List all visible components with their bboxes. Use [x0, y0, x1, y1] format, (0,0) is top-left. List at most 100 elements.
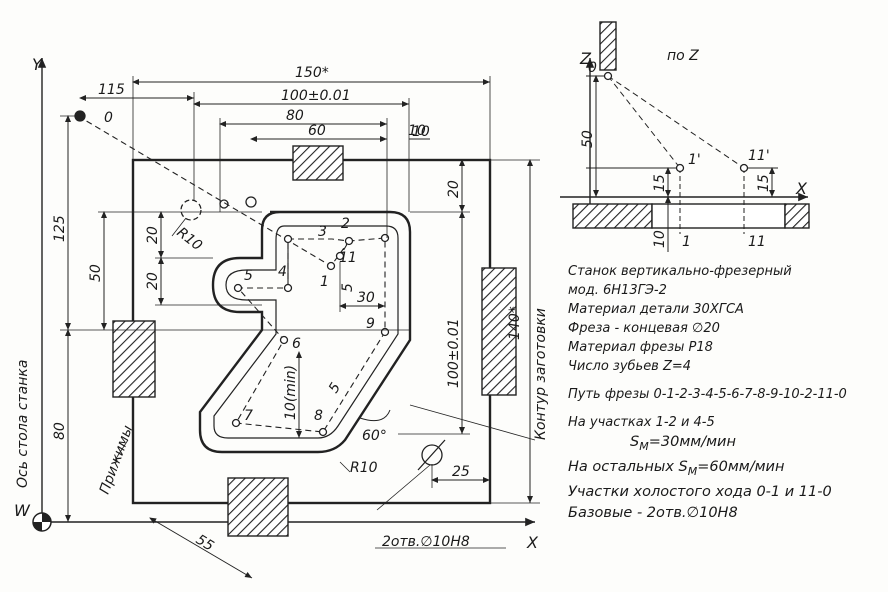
pocket-inner-contour	[213, 225, 399, 439]
point-9-marker	[380, 327, 390, 337]
z-section-left	[572, 203, 653, 229]
note-model: мод. 6Н13ГЭ-2	[568, 283, 667, 298]
clamps-label: Прижимы	[97, 423, 137, 496]
dim-60: 60	[308, 123, 326, 139]
z-point-1prime: 1'	[688, 152, 701, 168]
point-5-label: 5	[244, 268, 253, 284]
note-feed-1: SM=30мм/мин	[568, 432, 886, 457]
point-1-label: 1	[320, 274, 329, 290]
dim-25: 25	[452, 464, 470, 480]
point-4-label: 4	[278, 264, 287, 280]
base-hole-2-centerline	[417, 439, 446, 471]
feed-2-text: На остальных S	[568, 458, 688, 475]
point-2-marker	[344, 236, 354, 246]
dim-80-top: 80	[286, 108, 304, 124]
feed-1-value: =30мм/мин	[648, 434, 736, 450]
dim-80-left: 80	[52, 422, 68, 440]
note-base: Базовые - 2отв.∅10Н8	[568, 504, 738, 521]
dim-140: 140*	[507, 306, 523, 340]
z-dim-15-b: 15	[756, 174, 772, 192]
feed-2-value: =60мм/мин	[697, 458, 785, 475]
clamp-bottom	[227, 477, 289, 537]
z-axis-label: Z	[579, 49, 592, 68]
dim-10-top: 10	[408, 123, 426, 139]
dim-150: 150*	[295, 65, 329, 81]
dim-5-b: 5	[326, 380, 344, 396]
z-dim-50: 50	[580, 130, 596, 148]
zx-axis-label: X	[795, 179, 808, 198]
dim-100-vertical: 100±0.01	[446, 318, 462, 388]
point-8-marker	[318, 427, 328, 437]
z-point-0: 0	[588, 60, 597, 76]
dim-10-min: 10(min)	[283, 365, 299, 420]
feed-1-symbol: S	[630, 434, 640, 450]
clamp-left	[112, 320, 156, 398]
z-point-1: 1	[682, 234, 691, 250]
z-section-middle	[651, 203, 786, 229]
point-7-marker	[231, 418, 241, 428]
dim-55: 55	[193, 532, 217, 555]
process-notes: Станок вертикально-фрезерный мод. 6Н13ГЭ…	[568, 262, 886, 524]
dim-50: 50	[88, 264, 104, 282]
point-6-label: 6	[292, 336, 301, 352]
point-1-marker	[326, 261, 336, 271]
w-origin-symbol	[32, 512, 52, 532]
y-axis-label: Y	[32, 55, 43, 74]
feed-2-sub: M	[687, 464, 698, 478]
z-view	[560, 21, 810, 252]
pocket-contour	[198, 210, 412, 454]
tool-path	[77, 115, 386, 433]
base-hole-mark-2	[245, 196, 257, 208]
clamp-top	[292, 145, 344, 181]
z-view-title: по Z	[667, 48, 699, 64]
note-teeth: Число зубьев Z=4	[568, 359, 692, 374]
point-6-marker	[279, 335, 289, 345]
feed-1-sub: M	[639, 439, 649, 453]
base-hole-1	[180, 199, 202, 221]
blank-contour-label: Контур заготовки	[533, 308, 549, 440]
point-10-label: 10	[412, 124, 430, 140]
note-path: Путь фрезы 0-1-2-3-4-5-6-7-8-9-10-2-11-0	[568, 387, 847, 402]
w-label: W	[14, 501, 31, 520]
note-part-material: Материал детали 30ХГСА	[568, 302, 744, 317]
cutter-shank	[599, 21, 617, 71]
note-feed-2: На остальных SM=60мм/мин	[568, 457, 886, 482]
note-cutter: Фреза - концевая ∅20	[568, 321, 720, 336]
radius-10-a: R10	[174, 225, 206, 255]
z-dim-10: 10	[652, 230, 668, 248]
point-7-label: 7	[244, 408, 253, 424]
dim-20-a: 20	[145, 226, 161, 244]
z-dim-15-a: 15	[652, 174, 668, 192]
note-machine: Станок вертикально-фрезерный	[568, 264, 792, 279]
z-section-right	[784, 203, 810, 229]
dim-20-right: 20	[446, 180, 462, 198]
radius-10-b: R10	[350, 460, 378, 476]
dim-20-b: 20	[145, 272, 161, 290]
point-5-marker	[233, 283, 243, 293]
dim-5-a: 5	[340, 283, 356, 292]
point-0-label: 0	[104, 110, 113, 126]
table-axis-label: Ось стола станка	[15, 360, 31, 488]
point-4-marker	[283, 283, 293, 293]
point-8-label: 8	[314, 408, 323, 424]
point-11-marker	[335, 251, 345, 261]
z-point-11prime: 11'	[748, 148, 770, 164]
point-3-marker	[283, 234, 293, 244]
dim-125: 125	[52, 215, 68, 242]
base-holes-label: 2отв.∅10Н8	[382, 534, 470, 550]
point-9-label: 9	[366, 316, 375, 332]
point-2-label: 2	[341, 216, 350, 232]
dim-30: 30	[357, 290, 375, 306]
clamp-right	[481, 267, 517, 396]
point-3-label: 3	[318, 224, 327, 240]
angle-60: 60°	[362, 428, 387, 444]
note-idle: Участки холостого хода 0-1 и 11-0	[568, 483, 832, 500]
note-cutter-material: Материал фрезы Р18	[568, 340, 713, 355]
point-11-label: 11	[339, 250, 357, 266]
dim-115: 115	[98, 82, 125, 98]
z-point-11: 11	[748, 234, 766, 250]
note-segments: На участках 1-2 и 4-5	[568, 415, 715, 430]
point-10-marker	[380, 233, 390, 243]
